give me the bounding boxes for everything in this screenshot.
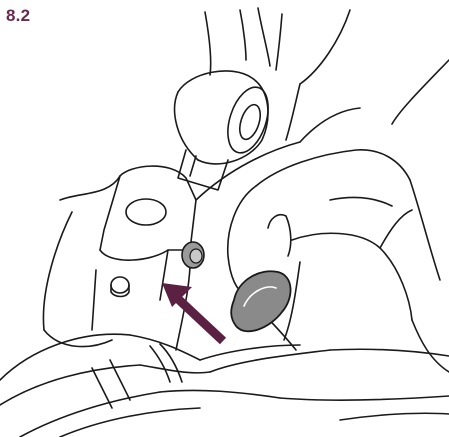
strap-buckle <box>92 344 182 408</box>
push-direction-arrow-icon <box>162 283 223 341</box>
lower-band <box>0 334 449 437</box>
hand-outline <box>228 150 449 372</box>
hinge-cylinder <box>175 71 276 190</box>
screw-head <box>111 277 129 297</box>
locking-pin-icon <box>182 242 204 268</box>
housing-block <box>43 166 196 346</box>
upper-arm <box>205 8 282 75</box>
release-button-icon <box>231 271 290 331</box>
